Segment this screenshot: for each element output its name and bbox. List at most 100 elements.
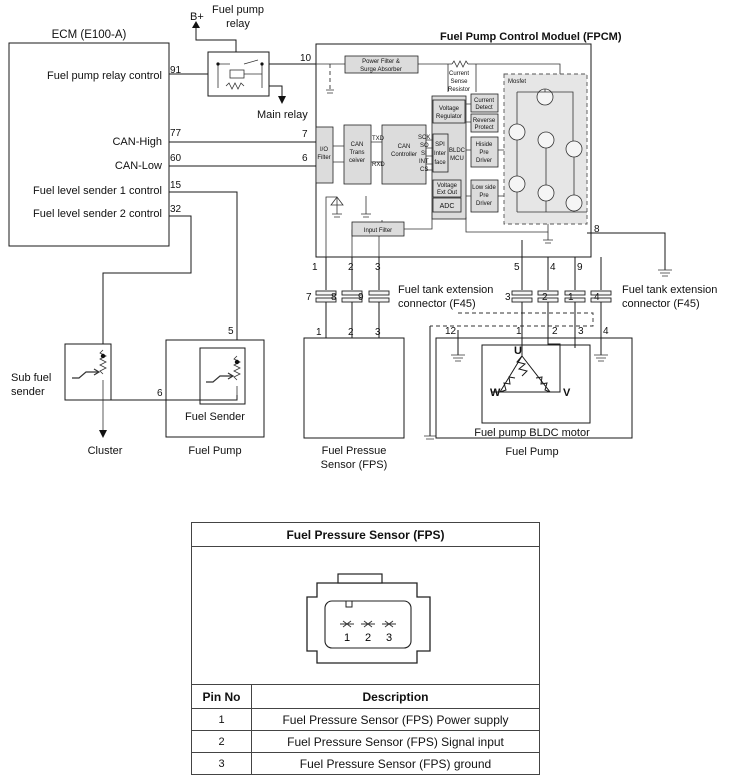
fps-pin-label-1: 1 — [344, 632, 350, 644]
svg-text:4: 4 — [550, 262, 556, 273]
table-row: 3 Fuel Pressure Sensor (FPS) ground — [191, 752, 540, 775]
svg-text:Detect: Detect — [475, 105, 493, 111]
bldc-motor-symbol — [492, 338, 576, 393]
pump-caption-right: Fuel Pump — [505, 446, 558, 458]
svg-text:2: 2 — [552, 326, 558, 337]
svg-text:Pre: Pre — [479, 150, 489, 156]
adc-block — [432, 197, 462, 213]
can-transceiver-block — [343, 124, 372, 185]
fps-connector-drawing: 1 2 3 — [306, 573, 431, 664]
fuel-sender-symbol — [206, 355, 241, 395]
table-row: 2 Fuel Pressure Sensor (FPS) Signal inpu… — [191, 730, 540, 753]
connector-left-pins — [315, 290, 390, 303]
sub-sender-label-1: Sub fuel — [11, 372, 51, 384]
svg-text:U: U — [514, 345, 522, 357]
ecm-signal-sender2: Fuel level sender 2 control — [33, 208, 162, 220]
can-controller-block — [381, 124, 427, 185]
supply-arrow — [195, 22, 237, 52]
connector-left-label-2: connector (F45) — [398, 298, 476, 310]
svg-text:Driver: Driver — [476, 201, 492, 207]
svg-text:SCK: SCK — [418, 135, 430, 141]
svg-text:W: W — [490, 387, 501, 399]
svg-text:3: 3 — [578, 326, 584, 337]
svg-text:Voltage: Voltage — [439, 106, 460, 112]
lowside-driver-block — [470, 179, 499, 213]
sub-sender-symbol — [72, 349, 107, 436]
svg-text:SO: SO — [420, 143, 429, 149]
bldc-motor-box — [481, 344, 591, 424]
svg-text:ceiver: ceiver — [349, 158, 365, 164]
bldc-motor-label: Fuel pump BLDC motor — [474, 427, 590, 439]
pin-cell: 3 — [191, 752, 252, 775]
svg-text:MCU: MCU — [450, 156, 464, 162]
svg-text:7: 7 — [306, 292, 312, 303]
svg-text:2: 2 — [348, 327, 354, 338]
svg-text:Hiside: Hiside — [476, 142, 493, 148]
svg-text:Input Filter: Input Filter — [364, 228, 392, 234]
svg-text:1: 1 — [312, 262, 318, 273]
svg-text:Controller: Controller — [391, 152, 417, 158]
ecm-signal-sender1: Fuel level sender 1 control — [33, 185, 162, 197]
svg-text:Inter: Inter — [434, 151, 446, 157]
power-filter-block — [344, 55, 419, 74]
svg-text:CAN: CAN — [351, 142, 364, 148]
svg-text:2: 2 — [542, 292, 548, 303]
ecm-signal-can-low: CAN-Low — [115, 160, 162, 172]
svg-text:Sense: Sense — [450, 79, 468, 85]
fuel-sender-label: Fuel Sender — [185, 411, 245, 423]
svg-text:5: 5 — [228, 326, 234, 337]
svg-text:Reverse: Reverse — [473, 118, 496, 124]
svg-text:I/O: I/O — [320, 147, 328, 153]
fps-pin-label-2: 2 — [365, 632, 371, 644]
fps-pin-label-3: 3 — [386, 632, 392, 644]
svg-text:6: 6 — [157, 388, 163, 399]
svg-text:TXD: TXD — [372, 136, 385, 142]
connector-right-pins — [511, 290, 612, 303]
hiside-driver-block — [470, 136, 499, 168]
pin-cell: 1 — [191, 708, 252, 731]
svg-text:3: 3 — [505, 292, 511, 303]
fuel-pump-box — [165, 339, 265, 438]
ecm-pin-32: 32 — [170, 204, 182, 215]
pin-table-header-description: Description — [251, 684, 540, 709]
relay-title-1: Fuel pump — [212, 4, 264, 16]
svg-text:V: V — [563, 387, 571, 399]
svg-text:Ext Out: Ext Out — [437, 190, 457, 196]
svg-text:3: 3 — [375, 327, 381, 338]
svg-text:4: 4 — [594, 292, 600, 303]
pin-cell: 2 — [191, 730, 252, 753]
sub-sender-label-2: sender — [11, 386, 45, 398]
ecm-pin-77: 77 — [170, 128, 182, 139]
svg-text:2: 2 — [348, 262, 354, 273]
svg-text:5: 5 — [514, 262, 520, 273]
svg-text:face: face — [434, 160, 446, 166]
description-cell: Fuel Pressure Sensor (FPS) ground — [251, 752, 540, 775]
fps-pin-table: Fuel Pressure Sensor (FPS) 1 2 3 Pin No … — [191, 522, 540, 775]
pump-box — [435, 337, 633, 439]
svg-text:CAN: CAN — [398, 144, 411, 150]
pin-table-header-pin: Pin No — [191, 684, 252, 709]
svg-text:4: 4 — [603, 326, 609, 337]
svg-text:CS: CS — [420, 167, 428, 173]
svg-text:Surge Absorber: Surge Absorber — [360, 67, 402, 73]
voltage-ext-block — [432, 179, 462, 198]
fps-connector-image: 1 2 3 — [191, 546, 540, 685]
cluster-label: Cluster — [88, 445, 123, 457]
svg-text:Trans: Trans — [349, 150, 364, 156]
mosfet-transistors — [508, 88, 587, 213]
svg-text:Low side: Low side — [472, 185, 496, 191]
svg-text:Power Filter &: Power Filter & — [362, 59, 400, 65]
relay-title-2: relay — [226, 18, 250, 30]
svg-text:Filter: Filter — [317, 155, 330, 161]
svg-text:Resistor: Resistor — [448, 87, 470, 93]
supply-label: B+ — [190, 11, 204, 23]
wiring-diagram: ECM (E100-A) Fuel pump relay control CAN… — [8, 4, 717, 471]
pin-table-title: Fuel Pressure Sensor (FPS) — [191, 522, 540, 547]
main-relay-label: Main relay — [257, 109, 308, 121]
svg-text:10: 10 — [300, 53, 312, 64]
ecm-pin-15: 15 — [170, 180, 182, 191]
svg-text:9: 9 — [577, 262, 583, 273]
svg-text:Pre: Pre — [479, 193, 489, 199]
table-row: 1 Fuel Pressure Sensor (FPS) Power suppl… — [191, 708, 540, 731]
ecm-signal-can-high: CAN-High — [112, 136, 162, 148]
